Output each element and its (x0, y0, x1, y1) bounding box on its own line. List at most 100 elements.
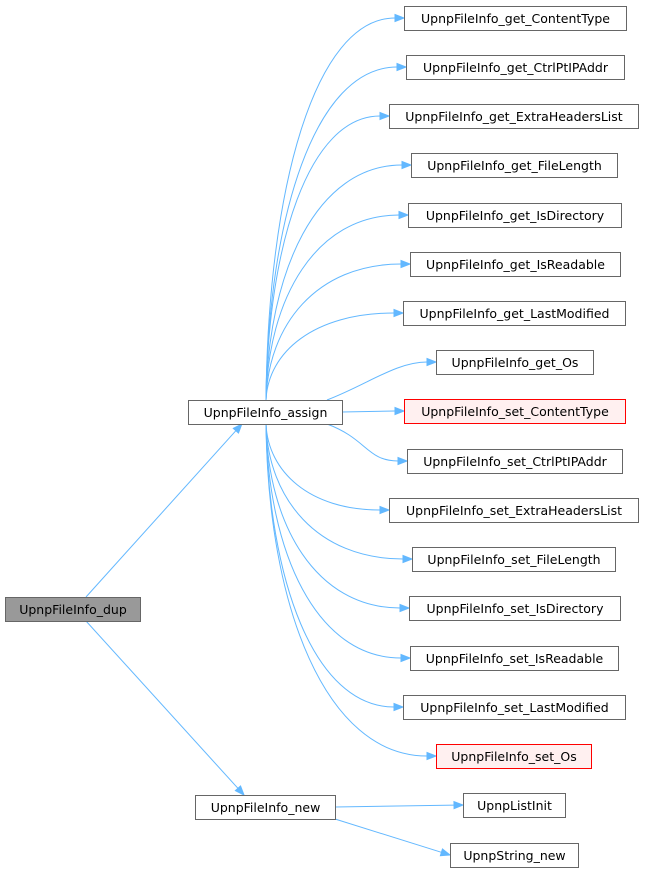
node-set-filelength-label: UpnpFileInfo_set_FileLength (427, 552, 600, 567)
node-get-ctrlptipaddr-label: UpnpFileInfo_get_CtrlPtIPAddr (423, 60, 609, 75)
edge-dup-to-assign-arrowhead (232, 422, 243, 434)
edge-assign-to-get_extraheaderslist-arrowhead (379, 111, 391, 121)
edge-assign-to-get_isreadable-arrowhead (400, 259, 412, 269)
node-get-contenttype[interactable]: UpnpFileInfo_get_ContentType (404, 6, 627, 31)
node-get-lastmodified[interactable]: UpnpFileInfo_get_LastModified (403, 301, 626, 326)
edge-assign-to-get_os-arrowhead (426, 357, 438, 367)
node-set-extraheaderslist-label: UpnpFileInfo_set_ExtraHeadersList (406, 503, 622, 518)
node-get-filelength-label: UpnpFileInfo_get_FileLength (427, 158, 602, 173)
node-set-isdirectory-box[interactable] (409, 596, 621, 621)
edge-assign-to-get_lastmodified-arrowhead (393, 308, 405, 318)
edge-assign-to-set_isdirectory (265, 423, 401, 609)
node-get-extraheaderslist-box[interactable] (389, 104, 639, 129)
node-get-filelength-box[interactable] (411, 153, 618, 178)
edge-assign-to-get_ctrlptipaddr-arrowhead (396, 62, 408, 72)
edge-assign-to-get_contenttype-arrowhead (394, 13, 406, 23)
node-get-ctrlptipaddr[interactable]: UpnpFileInfo_get_CtrlPtIPAddr (406, 55, 625, 80)
edge-assign-to-get_filelength-arrowhead (401, 160, 413, 170)
edge-assign-to-get_isreadable (265, 263, 402, 401)
node-set-isdirectory-label: UpnpFileInfo_set_IsDirectory (427, 601, 605, 616)
edge-assign-to-set_extraheaderslist (265, 423, 381, 511)
node-listinit[interactable]: UpnpListInit (463, 793, 566, 818)
edge-dup-to-new-arrowhead (234, 785, 245, 797)
edge-assign-to-set_contenttype-arrowhead (394, 406, 406, 416)
edge-assign-to-get_isdirectory (265, 214, 400, 401)
edge-assign-to-get_extraheaderslist (265, 115, 381, 401)
edge-assign-to-get_contenttype (265, 17, 396, 401)
node-get-extraheaderslist-label: UpnpFileInfo_get_ExtraHeadersList (405, 109, 623, 124)
edge-assign-to-set_lastmodified-arrowhead (393, 702, 405, 712)
edge-assign-to-set_ctrlptipaddr-arrowhead (397, 456, 409, 466)
node-set-isreadable[interactable]: UpnpFileInfo_set_IsReadable (410, 646, 619, 671)
node-set-contenttype-box[interactable] (404, 399, 626, 424)
node-set-filelength[interactable]: UpnpFileInfo_set_FileLength (412, 547, 616, 572)
node-set-isreadable-label: UpnpFileInfo_set_IsReadable (426, 651, 604, 666)
node-new-label: UpnpFileInfo_new (211, 800, 321, 815)
node-get-lastmodified-box[interactable] (403, 301, 626, 326)
edges-layer (85, 13, 465, 857)
node-assign[interactable]: UpnpFileInfo_assign (188, 400, 343, 425)
node-set-lastmodified-box[interactable] (403, 695, 626, 720)
node-get-isdirectory[interactable]: UpnpFileInfo_get_IsDirectory (408, 203, 622, 228)
node-listinit-label: UpnpListInit (477, 798, 552, 813)
node-get-isdirectory-box[interactable] (408, 203, 622, 228)
node-string-new-label: UpnpString_new (463, 848, 565, 863)
node-set-os-box[interactable] (436, 744, 592, 769)
node-get-lastmodified-label: UpnpFileInfo_get_LastModified (420, 306, 610, 321)
node-dup-box[interactable] (5, 597, 141, 622)
node-set-lastmodified-label: UpnpFileInfo_set_LastModified (420, 700, 609, 715)
node-dup[interactable]: UpnpFileInfo_dup (5, 597, 141, 622)
node-get-isreadable-label: UpnpFileInfo_get_IsReadable (426, 257, 605, 272)
node-string-new-box[interactable] (450, 843, 579, 868)
edge-assign-to-get_os (326, 361, 428, 401)
edge-assign-to-set_os (265, 423, 428, 757)
node-set-isreadable-box[interactable] (410, 646, 619, 671)
edge-assign-to-set_isdirectory-arrowhead (399, 603, 411, 613)
node-get-filelength[interactable]: UpnpFileInfo_get_FileLength (411, 153, 618, 178)
node-get-os-box[interactable] (436, 350, 594, 375)
edge-dup-to-assign (85, 430, 237, 598)
node-string-new[interactable]: UpnpString_new (450, 843, 579, 868)
edge-assign-to-set_filelength (265, 423, 404, 560)
node-set-lastmodified[interactable]: UpnpFileInfo_set_LastModified (403, 695, 626, 720)
edge-assign-to-set_extraheaderslist-arrowhead (379, 505, 391, 515)
edge-new-to-listinit (334, 804, 455, 808)
node-get-extraheaderslist[interactable]: UpnpFileInfo_get_ExtraHeadersList (389, 104, 639, 129)
edge-assign-to-get_filelength (265, 164, 403, 401)
node-set-ctrlptipaddr-label: UpnpFileInfo_set_CtrlPtIPAddr (423, 454, 607, 469)
edge-assign-to-set_isreadable (265, 423, 402, 659)
node-get-os[interactable]: UpnpFileInfo_get_Os (436, 350, 594, 375)
node-set-extraheaderslist-box[interactable] (389, 498, 639, 523)
node-new[interactable]: UpnpFileInfo_new (195, 795, 336, 820)
node-set-ctrlptipaddr-box[interactable] (407, 449, 623, 474)
node-set-isdirectory[interactable]: UpnpFileInfo_set_IsDirectory (409, 596, 621, 621)
edge-assign-to-set_isreadable-arrowhead (400, 653, 412, 663)
edge-assign-to-get_ctrlptipaddr (265, 66, 398, 401)
nodes-layer: UpnpFileInfo_dupUpnpFileInfo_assignUpnpF… (5, 6, 639, 868)
node-dup-label: UpnpFileInfo_dup (19, 602, 127, 617)
edge-new-to-listinit-arrowhead (453, 800, 465, 810)
node-get-os-label: UpnpFileInfo_get_Os (452, 355, 579, 370)
edge-assign-to-set_filelength-arrowhead (402, 554, 414, 564)
node-assign-box[interactable] (188, 400, 343, 425)
edge-assign-to-set_os-arrowhead (426, 751, 438, 761)
node-get-isreadable-box[interactable] (410, 252, 621, 277)
edge-dup-to-new (85, 620, 239, 789)
edge-assign-to-get_lastmodified (265, 312, 395, 401)
node-set-extraheaderslist[interactable]: UpnpFileInfo_set_ExtraHeadersList (389, 498, 639, 523)
node-listinit-box[interactable] (463, 793, 566, 818)
node-set-filelength-box[interactable] (412, 547, 616, 572)
edge-new-to-string_new (334, 818, 442, 853)
node-set-os-label: UpnpFileInfo_set_Os (451, 749, 576, 764)
node-get-isdirectory-label: UpnpFileInfo_get_IsDirectory (426, 208, 605, 223)
node-get-isreadable[interactable]: UpnpFileInfo_get_IsReadable (410, 252, 621, 277)
node-new-box[interactable] (195, 795, 336, 820)
node-set-contenttype[interactable]: UpnpFileInfo_set_ContentType (404, 399, 626, 424)
node-get-ctrlptipaddr-box[interactable] (406, 55, 625, 80)
node-get-contenttype-box[interactable] (404, 6, 627, 31)
edge-assign-to-get_isdirectory-arrowhead (398, 210, 410, 220)
node-set-ctrlptipaddr[interactable]: UpnpFileInfo_set_CtrlPtIPAddr (407, 449, 623, 474)
edge-new-to-string_new-arrowhead (439, 848, 452, 857)
node-set-os[interactable]: UpnpFileInfo_set_Os (436, 744, 592, 769)
